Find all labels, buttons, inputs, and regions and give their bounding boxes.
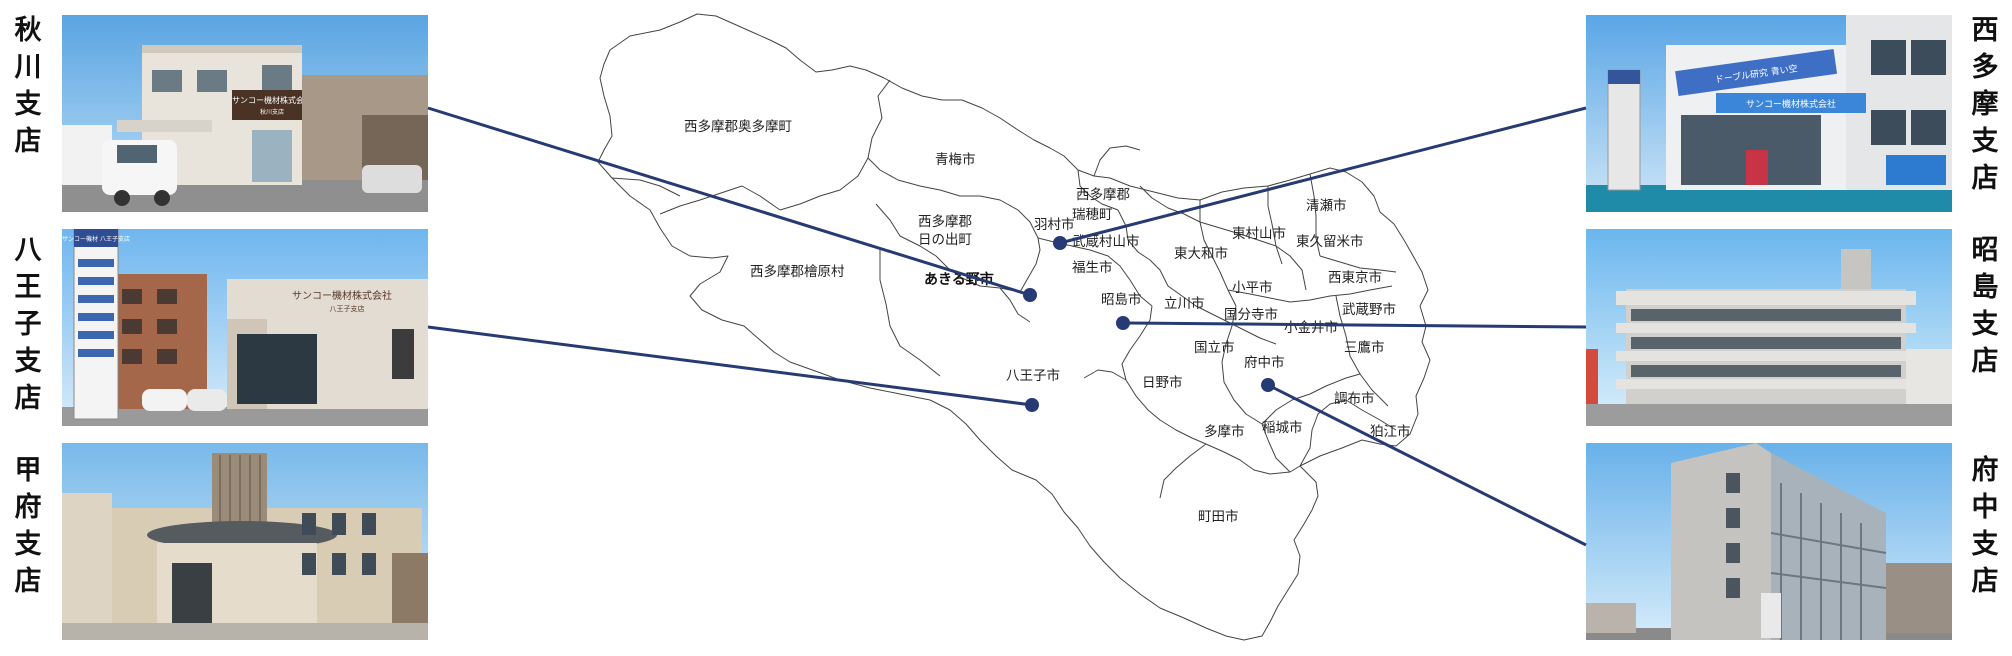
municipality-label: 西多摩郡 bbox=[1076, 186, 1130, 203]
branch-name-char: 川 bbox=[14, 52, 42, 83]
marker-fuchu bbox=[1261, 378, 1275, 392]
akikawa-branch-photo: サンコー機材株式会社 秋川支店 bbox=[62, 15, 428, 212]
marker-hachioji bbox=[1025, 398, 1039, 412]
branch-name-char: 店 bbox=[14, 126, 42, 157]
connector-hachioji bbox=[427, 325, 1033, 407]
municipality-label: 武蔵野市 bbox=[1342, 301, 1396, 318]
branch-name-char: 多 bbox=[1971, 52, 1999, 83]
nishitama-sign-banner: サンコー機材株式会社 bbox=[1746, 98, 1836, 110]
municipality-label: 府中市 bbox=[1244, 354, 1285, 371]
municipality-boundaries bbox=[597, 13, 1431, 641]
municipality-label: 武蔵村山市 bbox=[1072, 233, 1140, 250]
branch-name-char: 中 bbox=[1971, 492, 1999, 523]
municipality-label: 小金井市 bbox=[1284, 319, 1338, 336]
municipality-label: 三鷹市 bbox=[1344, 339, 1385, 356]
branch-name-char: 子 bbox=[14, 309, 42, 340]
municipality-label: 小平市 bbox=[1232, 279, 1273, 296]
municipality-label: 青梅市 bbox=[935, 151, 976, 168]
municipality-label: 町田市 bbox=[1198, 508, 1239, 525]
branch-name-char: 西 bbox=[1971, 15, 1999, 46]
branch-name-char: 昭 bbox=[1971, 235, 1999, 266]
municipality-label: 西多摩郡奥多摩町 bbox=[684, 118, 792, 135]
municipality-label: 国立市 bbox=[1194, 339, 1235, 356]
branch-name-char: 摩 bbox=[1971, 89, 1999, 120]
municipality-label: 多摩市 bbox=[1204, 423, 1245, 440]
branch-label-akishima: 昭島支店昭島支店 bbox=[1963, 232, 2007, 380]
branch-name-char: 八 bbox=[14, 235, 42, 266]
hachioji-branch-photo: サンコー機材株式会社 八王子支店 サンコー機材 八王子支店 bbox=[62, 229, 428, 426]
municipality-label: 西東京市 bbox=[1328, 269, 1382, 286]
tama-outer-boundary bbox=[597, 13, 1431, 641]
municipality-label: 西多摩郡檜原村 bbox=[750, 263, 845, 280]
fuchu-branch-photo bbox=[1586, 443, 1952, 640]
branch-name-char: 店 bbox=[1971, 163, 1999, 194]
municipality-label: 福生市 bbox=[1072, 259, 1113, 276]
kofu-branch-photo bbox=[62, 443, 428, 640]
akishima-branch-photo bbox=[1586, 229, 1952, 426]
connector-akikawa bbox=[427, 106, 1031, 297]
municipality-label: 西多摩郡 bbox=[918, 213, 972, 230]
branch-markers bbox=[1023, 236, 1275, 412]
municipality-label: 国分寺市 bbox=[1224, 306, 1278, 323]
municipality-labels: 西多摩郡奥多摩町青梅市西多摩郡瑞穂町羽村市清瀬市西多摩郡日の出町武蔵村山市東村山… bbox=[684, 118, 1411, 525]
municipality-label: 羽村市 bbox=[1034, 216, 1075, 233]
branch-name-char: 府 bbox=[1971, 455, 1999, 486]
branch-name-char: 支 bbox=[14, 89, 42, 120]
municipality-label: 狛江市 bbox=[1370, 423, 1411, 440]
akikawa-sign-branch: 秋川支店 bbox=[260, 108, 284, 116]
municipality-label: 東久留米市 bbox=[1296, 233, 1364, 250]
branch-name-char: 支 bbox=[1971, 309, 1999, 340]
branch-label-nishitama: 西多摩支店西多摩支店 bbox=[1963, 12, 2007, 197]
municipality-label: 東村山市 bbox=[1232, 225, 1286, 242]
connector-akishima bbox=[1122, 321, 1587, 329]
municipality-label: 東大和市 bbox=[1174, 245, 1228, 262]
hachioji-sign-company: サンコー機材株式会社 bbox=[292, 289, 392, 302]
marker-akishima bbox=[1116, 316, 1130, 330]
branch-name-char: 府 bbox=[14, 492, 42, 523]
branch-name-char: 支 bbox=[14, 529, 42, 560]
branch-name-char: 支 bbox=[14, 346, 42, 377]
branch-name-char: 店 bbox=[14, 566, 42, 597]
municipality-label: 調布市 bbox=[1334, 390, 1375, 407]
branch-name-char: 支 bbox=[1971, 126, 1999, 157]
branch-label-fuchu: 府中支店府中支店 bbox=[1963, 452, 2007, 600]
municipality-label: 昭島市 bbox=[1101, 291, 1142, 308]
nishitama-branch-photo: ドーブル研究 青い空 サンコー機材株式会社 bbox=[1586, 15, 1952, 212]
municipality-label: 清瀬市 bbox=[1306, 197, 1347, 214]
branch-name-char: 店 bbox=[1971, 346, 1999, 377]
marker-akikawa bbox=[1023, 288, 1037, 302]
branch-label-akikawa: 秋川支店秋川支店 bbox=[6, 12, 50, 160]
connector-fuchu bbox=[1267, 383, 1587, 547]
branch-connectors bbox=[427, 106, 1587, 547]
municipality-label: 稲城市 bbox=[1262, 419, 1303, 436]
branch-name-char: 島 bbox=[1971, 272, 1999, 303]
branch-name-char: 店 bbox=[14, 383, 42, 414]
marker-nishitama bbox=[1053, 236, 1067, 250]
hachioji-pole-sign: サンコー機材 八王子支店 bbox=[62, 235, 130, 243]
branch-name-char: 店 bbox=[1971, 566, 1999, 597]
municipality-label: 瑞穂町 bbox=[1072, 207, 1113, 223]
municipality-label: 立川市 bbox=[1164, 295, 1205, 312]
branch-name-char: 甲 bbox=[14, 455, 42, 486]
branch-label-kofu: 甲府支店甲府支店 bbox=[6, 452, 50, 600]
hachioji-sign-branch: 八王子支店 bbox=[330, 304, 365, 313]
branch-label-hachioji: 八王子支店八王子支店 bbox=[6, 232, 50, 417]
municipality-label: あきる野市 bbox=[924, 271, 994, 288]
connector-nishitama bbox=[1059, 106, 1587, 245]
branch-name-char: 秋 bbox=[14, 15, 42, 46]
municipality-label: 八王子市 bbox=[1006, 367, 1060, 384]
akikawa-sign-company: サンコー機材株式会社 bbox=[232, 95, 312, 105]
municipality-label: 日の出町 bbox=[918, 232, 972, 248]
branch-name-char: 王 bbox=[14, 272, 42, 303]
branch-name-char: 支 bbox=[1971, 529, 1999, 560]
municipality-label: 日野市 bbox=[1142, 374, 1183, 391]
